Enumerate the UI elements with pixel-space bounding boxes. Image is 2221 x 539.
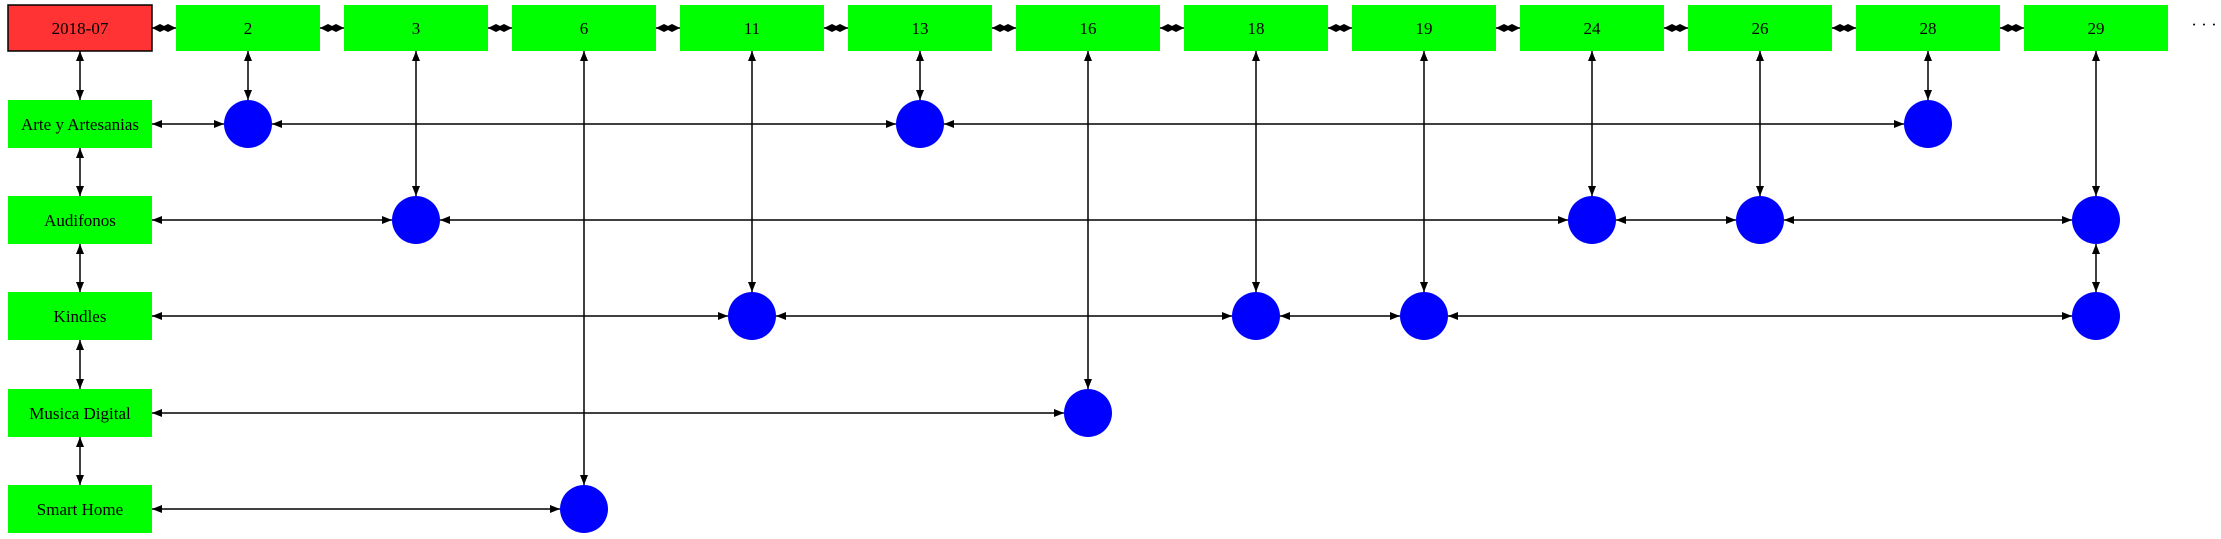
node-audifonos-3 [392, 196, 440, 244]
day-label-16: 16 [1080, 19, 1097, 38]
category-box-audifonos [8, 196, 152, 244]
day-label-2: 2 [244, 19, 253, 38]
node-arte-y-artesanias-2 [224, 100, 272, 148]
node-audifonos-26 [1736, 196, 1784, 244]
node-kindles-18 [1232, 292, 1280, 340]
category-box-kindles [8, 292, 152, 340]
node-musica-digital-16 [1064, 389, 1112, 437]
day-box-26 [1688, 5, 1832, 51]
day-label-26: 26 [1752, 19, 1769, 38]
day-label-6: 6 [580, 19, 589, 38]
day-box-24 [1520, 5, 1664, 51]
node-audifonos-24 [1568, 196, 1616, 244]
category-label-musica-digital: Musica Digital [29, 404, 131, 423]
day-box-16 [1016, 5, 1160, 51]
day-label-3: 3 [412, 19, 421, 38]
category-box-musica-digital [8, 389, 152, 437]
day-box-13 [848, 5, 992, 51]
day-box-11 [680, 5, 824, 51]
day-box-6 [512, 5, 656, 51]
overflow-ellipsis: · · · [2191, 15, 2216, 34]
day-label-24: 24 [1584, 19, 1602, 38]
node-arte-y-artesanias-13 [896, 100, 944, 148]
category-box-smart-home [8, 485, 152, 533]
node-kindles-29 [2072, 292, 2120, 340]
day-box-28 [1856, 5, 2000, 51]
day-label-11: 11 [744, 19, 760, 38]
category-label-smart-home: Smart Home [37, 500, 123, 519]
day-label-28: 28 [1920, 19, 1937, 38]
month-box [7, 4, 153, 52]
node-arte-y-artesanias-28 [1904, 100, 1952, 148]
day-label-29: 29 [2088, 19, 2105, 38]
category-label-kindles: Kindles [54, 307, 107, 326]
day-label-18: 18 [1248, 19, 1265, 38]
node-kindles-19 [1400, 292, 1448, 340]
day-label-19: 19 [1416, 19, 1433, 38]
day-box-19 [1352, 5, 1496, 51]
category-label-arte-y-artesanias: Arte y Artesanias [21, 115, 139, 134]
node-kindles-11 [728, 292, 776, 340]
node-audifonos-29 [2072, 196, 2120, 244]
day-label-13: 13 [912, 19, 929, 38]
node-smart-home-6 [560, 485, 608, 533]
node-layer [224, 100, 2120, 533]
category-box-arte-y-artesanias [8, 100, 152, 148]
category-label-audifonos: Audifonos [44, 211, 116, 230]
day-box-3 [344, 5, 488, 51]
edge-layer [76, 24, 2100, 513]
day-box-18 [1184, 5, 1328, 51]
day-box-29 [2024, 5, 2168, 51]
month-label: 2018-07 [52, 19, 109, 38]
day-box-2 [176, 5, 320, 51]
